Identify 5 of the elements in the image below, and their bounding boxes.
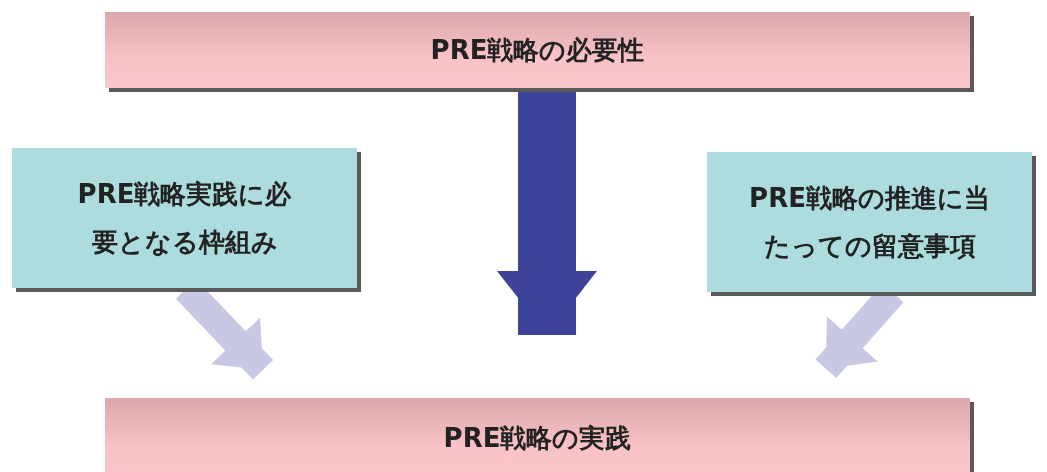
box-label: PRE戦略実践に必要となる枠組み xyxy=(76,178,293,259)
box-label: PRE戦略の必要性 xyxy=(430,34,645,67)
box-label: PRE戦略の実践 xyxy=(443,422,632,455)
block-arrow xyxy=(497,89,597,335)
box-label: PRE戦略の推進に当たっての留意事項 xyxy=(748,182,991,263)
